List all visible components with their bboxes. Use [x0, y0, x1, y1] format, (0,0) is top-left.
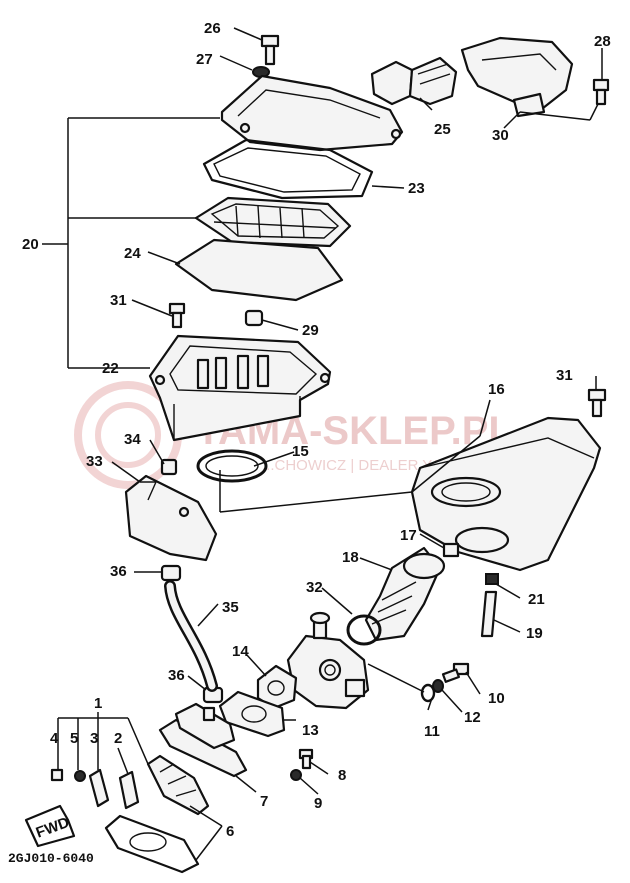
- callout-1: 1: [94, 695, 102, 712]
- callout-13: 13: [302, 722, 319, 739]
- part-cap-34: [160, 458, 178, 476]
- part-bolt-10: [441, 662, 470, 683]
- watermark: YAMA-SKLEP.PL ...CHOWICZ | DEALER YAMAHA: [74, 381, 513, 489]
- callout-16: 16: [488, 381, 505, 398]
- callout-24: 24: [124, 245, 141, 262]
- callout-29: 29: [302, 322, 319, 339]
- callout-11: 11: [424, 723, 440, 740]
- part-filter-element-frame: [194, 196, 352, 248]
- part-gasket-6-upper: [158, 718, 248, 778]
- callout-33: 33: [86, 453, 103, 470]
- callout-26: 26: [204, 20, 221, 37]
- callout-18: 18: [342, 549, 359, 566]
- callout-31-right: 31: [556, 367, 573, 384]
- part-air-box-16: [410, 416, 602, 572]
- callout-31-left: 31: [110, 292, 127, 309]
- part-drain-pipe-19: [480, 590, 498, 638]
- callout-36-bottom: 36: [168, 667, 185, 684]
- part-filter-case-22: [148, 334, 332, 442]
- callout-6: 6: [226, 823, 234, 840]
- callout-12: 12: [464, 709, 481, 726]
- part-nut-17: [442, 542, 460, 558]
- part-washer-11: [420, 683, 436, 703]
- callout-20: 20: [22, 236, 39, 253]
- part-bolt-28: [592, 78, 610, 106]
- part-screw-8: [298, 748, 314, 770]
- callout-10: 10: [488, 690, 505, 707]
- callout-32: 32: [306, 579, 323, 596]
- part-cap-29: [244, 309, 264, 327]
- callout-17: 17: [400, 527, 417, 544]
- callout-2: 2: [114, 730, 122, 747]
- callout-15: 15: [292, 443, 309, 460]
- part-joint-14: [256, 664, 298, 710]
- part-washer-9: [290, 769, 302, 781]
- callout-28: 28: [594, 33, 611, 50]
- callout-36-top: 36: [110, 563, 127, 580]
- callout-23: 23: [408, 180, 425, 197]
- part-bolt-31-right: [587, 388, 607, 418]
- part-tank-33: [124, 474, 218, 562]
- callout-30: 30: [492, 127, 509, 144]
- callout-9: 9: [314, 795, 322, 812]
- part-gasket-6-lower: [104, 814, 200, 874]
- callout-7: 7: [260, 793, 268, 810]
- callout-8: 8: [338, 767, 346, 784]
- fwd-arrow: FWD: [24, 804, 76, 848]
- part-band-15: [196, 449, 268, 483]
- callout-35: 35: [222, 599, 239, 616]
- part-gasket-23: [202, 138, 374, 200]
- leader-lines: [42, 27, 603, 861]
- part-reed-2: [118, 770, 140, 810]
- callout-5: 5: [70, 730, 78, 747]
- callout-14: 14: [232, 643, 249, 660]
- part-fitting-36-top: [160, 564, 182, 582]
- part-filter-element-24: [174, 238, 344, 302]
- part-hose-35: [164, 580, 218, 692]
- part-washer-12: [432, 679, 444, 693]
- part-stopper-3: [88, 768, 110, 808]
- part-cover-30: [460, 36, 574, 118]
- part-bolt-31-left: [168, 302, 186, 329]
- callout-3: 3: [90, 730, 98, 747]
- part-washer-5: [74, 770, 86, 782]
- part-screw-4: [50, 768, 64, 782]
- callout-25: 25: [434, 121, 451, 138]
- part-clamp-32: [346, 614, 382, 646]
- part-joint-18: [364, 546, 446, 642]
- part-reed-valve-assy-1: [146, 754, 210, 816]
- callout-22: 22: [102, 360, 119, 377]
- diagram-code: 2GJ010-6040: [8, 851, 94, 866]
- callout-21: 21: [528, 591, 545, 608]
- callouts: 26 27 20 24 31 29 22 23 25 30 28 15 16 3…: [22, 20, 611, 840]
- callout-4: 4: [50, 730, 59, 747]
- part-filter-case-cover: [220, 74, 404, 152]
- part-clip-21: [485, 573, 499, 585]
- callout-19: 19: [526, 625, 543, 642]
- callout-27: 27: [196, 51, 213, 68]
- part-carburetor: [286, 611, 370, 710]
- part-connector-25: [370, 56, 458, 106]
- callout-34: 34: [124, 431, 141, 448]
- part-manifold-7: [174, 702, 236, 750]
- part-screw-26: [260, 34, 280, 66]
